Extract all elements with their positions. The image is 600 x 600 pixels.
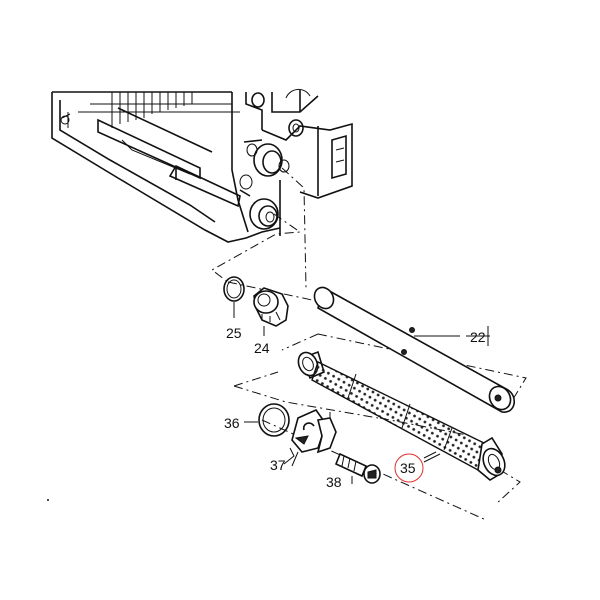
stray-dot: [47, 499, 49, 501]
filter-element-35: [297, 350, 506, 481]
callout-22: 22: [470, 329, 486, 345]
pump-housing: [51, 89, 353, 243]
callout-24: 24: [254, 340, 270, 356]
highlight-ring-35: [394, 453, 424, 483]
callout-35: 35: [400, 460, 416, 476]
socket-screw-38: [334, 452, 381, 484]
clamp-37: [283, 409, 337, 465]
callout-37: 37: [270, 457, 286, 473]
callout-25: 25: [226, 325, 242, 341]
leader-35: [423, 453, 441, 463]
callout-36: 36: [224, 415, 240, 431]
tube-22: [313, 286, 515, 413]
callout-38: 38: [326, 474, 342, 490]
o-ring-36: [244, 403, 290, 437]
leader-37: [291, 451, 299, 467]
plug-screw-24: [253, 287, 289, 336]
o-ring-25: [223, 276, 245, 318]
